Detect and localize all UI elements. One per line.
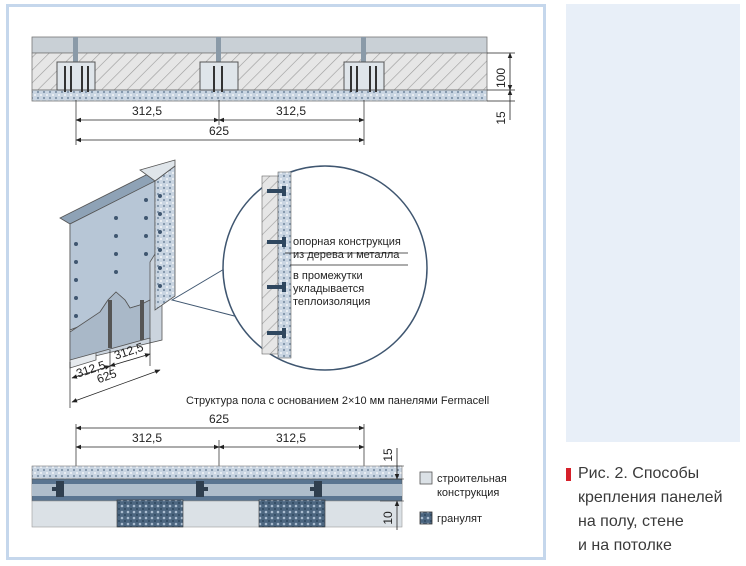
floor-dim-left: 312,5 [132, 431, 162, 445]
ceiling-hanger [56, 37, 96, 92]
callout-line3: в промежутки [293, 270, 363, 282]
floor-panel-layer [31, 465, 403, 480]
legend-swatch-structure [419, 471, 433, 485]
wall-dim-total: 625 [95, 366, 119, 386]
legend-structure-line2: конструкция [437, 487, 499, 499]
floor-section: 625 312,5 312,5 15 10 строительная конст… [31, 412, 507, 530]
caption-line4: и на потолке [578, 537, 672, 554]
floor-granulate [116, 499, 184, 528]
ceiling-dim-thickness-bottom: 15 [494, 111, 508, 125]
legend-granulate-line1: гранулят [437, 513, 482, 525]
caption-text: Рис. 2. Способы крепления панелей на пол… [578, 462, 746, 558]
caption-line2: крепления панелей [578, 489, 723, 506]
callout-line1: опорная конструкция [293, 236, 401, 248]
legend: строительная конструкция гранулят [419, 471, 507, 525]
legend-structure-line1: строительная [437, 473, 507, 485]
floor-dim-total: 625 [209, 412, 229, 426]
detail-screws [267, 186, 286, 338]
legend-swatch-granulate [419, 511, 433, 525]
caption-line3: на полу, стене [578, 513, 684, 530]
callout-line5: теплоизоляция [293, 296, 370, 308]
caption-marker [566, 468, 571, 481]
ceiling-section: 100 15 312,5 312,5 625 [31, 36, 515, 145]
wall-section: 312,5 312,5 625 опорная конструкция из д… [59, 159, 428, 408]
ceiling-hanger [199, 37, 239, 92]
wall-screws [74, 194, 162, 318]
callout-line4: укладывается [293, 283, 364, 295]
ceiling-structure [31, 36, 488, 54]
side-panel [566, 4, 740, 442]
ceiling-dim-total: 625 [209, 124, 229, 138]
ceiling-dim-thickness-top: 100 [494, 68, 508, 88]
floor-base [31, 500, 403, 528]
ceiling-dim-right: 312,5 [276, 104, 306, 118]
ceiling-panel [31, 89, 488, 102]
ceiling-hanger [343, 37, 385, 92]
floor-granulate [258, 499, 326, 528]
floor-dim-bottom: 10 [381, 511, 395, 525]
ceiling-insulation [31, 52, 488, 91]
callout-line2: из дерева и металла [293, 249, 400, 261]
floor-dim-top: 15 [381, 448, 395, 462]
ceiling-dim-left: 312,5 [132, 104, 162, 118]
floor-dim-right: 312,5 [276, 431, 306, 445]
caption-line1: Рис. 2. Способы [578, 465, 700, 482]
floor-title: Структура пола с основанием 2×10 мм пане… [186, 395, 489, 407]
detail-circle [222, 165, 428, 371]
detail-stud [261, 175, 279, 355]
